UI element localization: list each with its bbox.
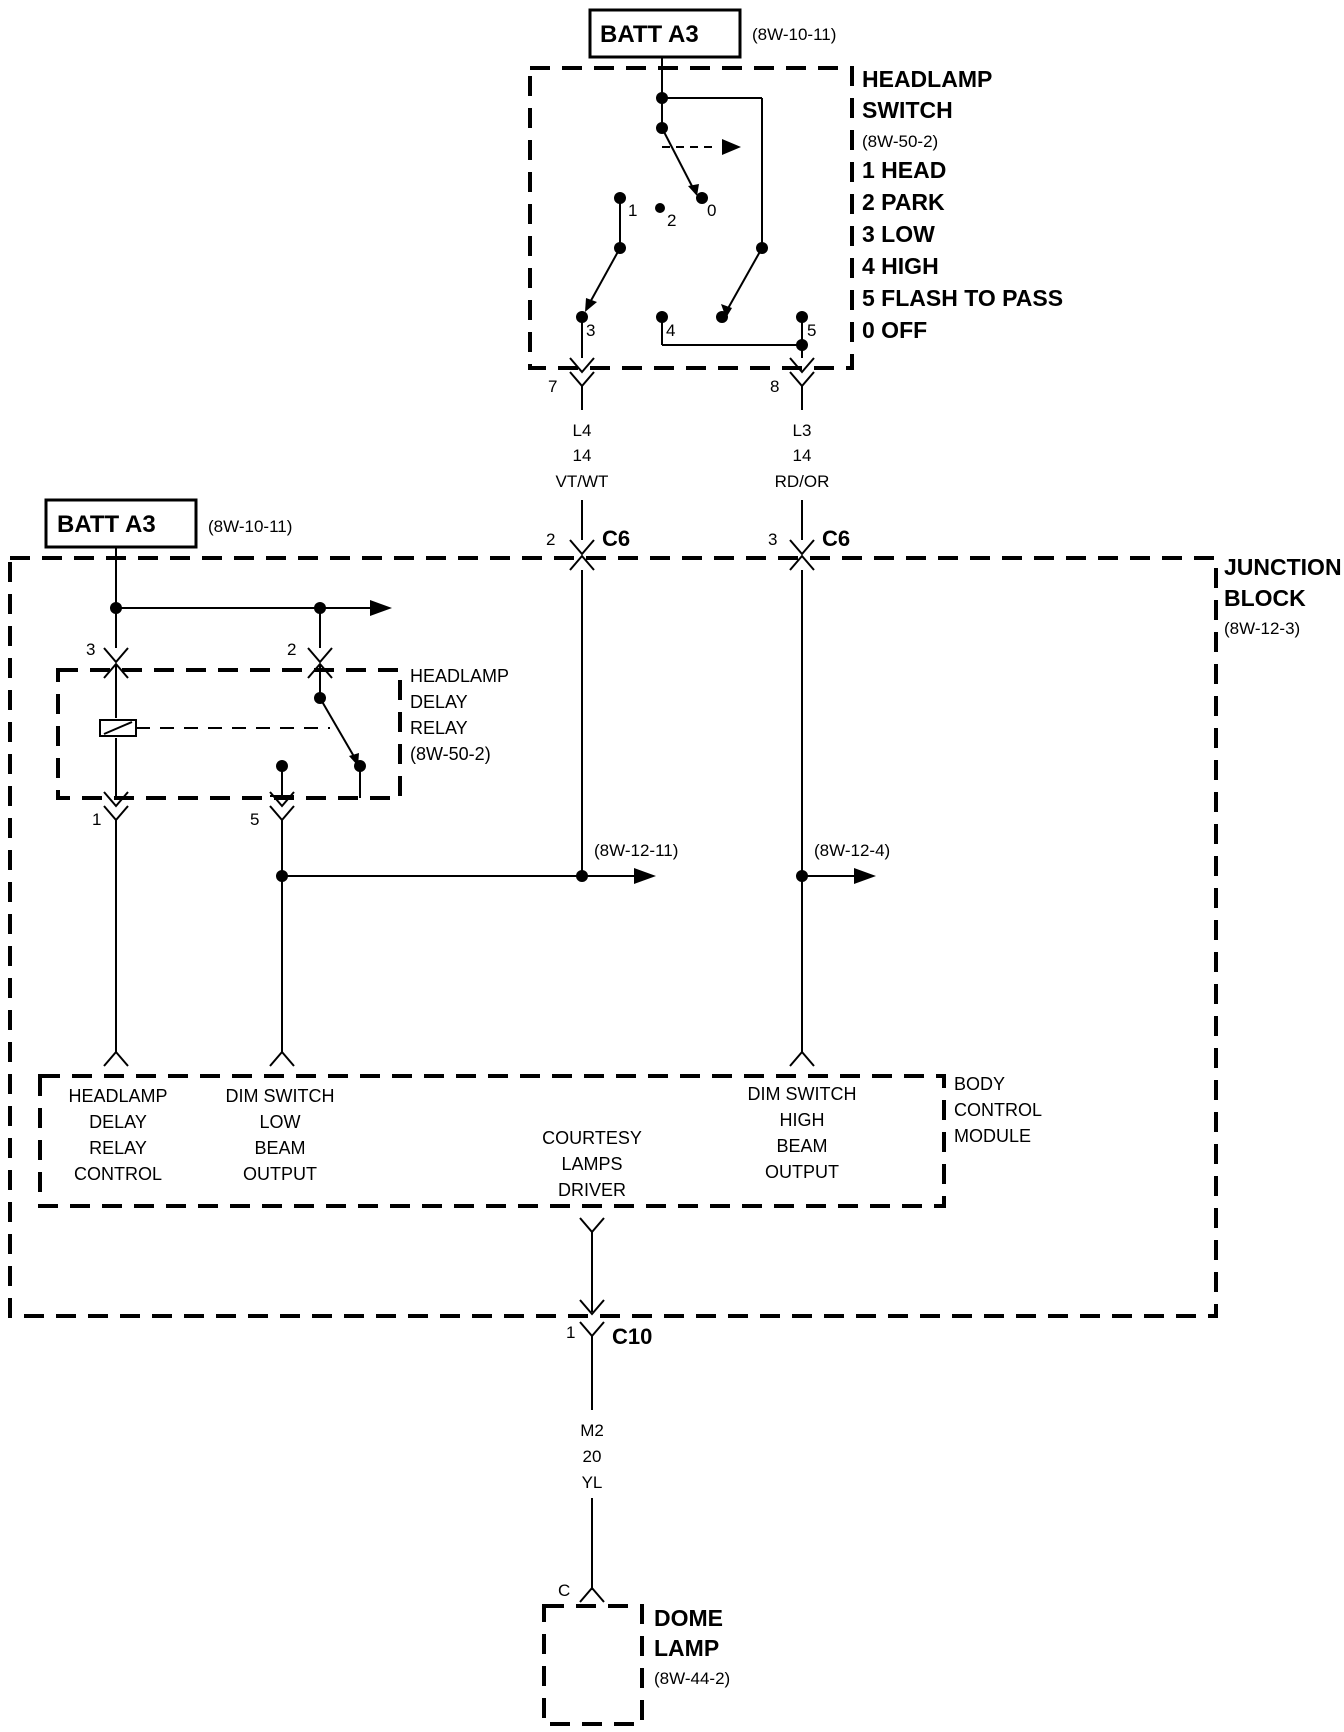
body-control-module: BODY CONTROL MODULE HEADLAMP DELAY RELAY… — [38, 1074, 1042, 1208]
wire-m2-color: YL — [582, 1473, 603, 1492]
bcm-dslb-4: OUTPUT — [243, 1164, 317, 1184]
dome-lamp-outline — [542, 1604, 644, 1726]
bcm-cld-2: LAMPS — [561, 1154, 622, 1174]
headlamp-switch-title-2: SWITCH — [862, 97, 953, 123]
top-batt-label: BATT A3 — [600, 21, 699, 48]
left-batt-label: BATT A3 — [57, 511, 156, 538]
bcm-hdrc-2: DELAY — [89, 1112, 147, 1132]
headlamp-delay-relay: HEADLAMP DELAY RELAY (8W-50-2) 3 2 1 5 — [56, 640, 509, 829]
wire-m2-circuit: M2 — [580, 1421, 604, 1440]
relay-outline — [56, 668, 402, 800]
switch-terminal-1: 1 — [628, 201, 637, 220]
relay-label-1: HEADLAMP — [410, 666, 509, 686]
headlamp-switch: HEADLAMP SWITCH (8W-50-2) 1 HEAD 2 PARK … — [528, 57, 1063, 396]
connector-c6-right: 3 C6 — [768, 526, 850, 571]
left-batt-ref: (8W-10-11) — [208, 517, 292, 536]
switch-terminal-0: 0 — [707, 201, 716, 220]
bcm-cld-3: DRIVER — [558, 1180, 626, 1200]
junction-block-title-1: JUNCTION — [1224, 554, 1342, 580]
junction-block-ref: (8W-12-3) — [1224, 619, 1300, 638]
bcm-title-2: CONTROL — [954, 1100, 1042, 1120]
switch-position-park: 2 PARK — [862, 189, 945, 215]
switch-position-flash-to-pass: 5 FLASH TO PASS — [862, 285, 1063, 311]
switch-terminal-5: 5 — [807, 321, 816, 340]
wire-m2: M2 20 YL — [580, 1336, 604, 1590]
left-battery-block: BATT A3 (8W-10-11) — [44, 498, 292, 549]
bcm-cld-1: COURTESY — [542, 1128, 642, 1148]
top-battery-block: BATT A3 (8W-10-11) — [588, 8, 836, 59]
switch-terminal-2: 2 — [667, 211, 676, 230]
bcm-dslb-2: LOW — [259, 1112, 300, 1132]
switch-position-off: 0 OFF — [862, 317, 927, 343]
bcm-dshb-4: OUTPUT — [765, 1162, 839, 1182]
bcm-dslb-3: BEAM — [254, 1138, 305, 1158]
bcm-hdrc-1: HEADLAMP — [68, 1086, 167, 1106]
c6-right-pin: 3 — [768, 530, 777, 549]
wire-l3: L3 14 RD/OR — [775, 386, 830, 540]
dome-lamp: C DOME LAMP (8W-44-2) — [542, 1581, 730, 1726]
dome-lamp-title-1: DOME — [654, 1605, 723, 1631]
junction-block: JUNCTION BLOCK (8W-12-3) — [8, 554, 1342, 1318]
headlamp-switch-title-1: HEADLAMP — [862, 66, 992, 92]
wire-l3-circuit: L3 — [793, 421, 812, 440]
wire-l4-gauge: 14 — [573, 446, 592, 465]
bcm-hdrc-3: RELAY — [89, 1138, 147, 1158]
dome-lamp-ref: (8W-44-2) — [654, 1669, 730, 1688]
wire-l4-circuit: L4 — [573, 421, 592, 440]
relay-pin-5: 5 — [250, 810, 259, 829]
switch-pin-7: 7 — [548, 377, 557, 396]
bcm-dshb-2: HIGH — [780, 1110, 825, 1130]
relay-label-2: DELAY — [410, 692, 468, 712]
wire-l4: L4 14 VT/WT — [556, 386, 609, 540]
junction-block-title-2: BLOCK — [1224, 585, 1306, 611]
c6-left-name: C6 — [602, 526, 630, 551]
wire-l4-color: VT/WT — [556, 472, 609, 491]
wire-m2-gauge: 20 — [583, 1447, 602, 1466]
bcm-dslb-1: DIM SWITCH — [226, 1086, 335, 1106]
relay-ref: (8W-50-2) — [410, 744, 491, 764]
bcm-dshb-3: BEAM — [776, 1136, 827, 1156]
switch-pin-8: 8 — [770, 377, 779, 396]
c10-name: C10 — [612, 1324, 652, 1349]
switch-position-head: 1 HEAD — [862, 157, 946, 183]
headlamp-switch-ref: (8W-50-2) — [862, 132, 938, 151]
relay-pin-1: 1 — [92, 810, 101, 829]
dome-lamp-pin: C — [558, 1581, 570, 1600]
switch-position-high: 4 HIGH — [862, 253, 939, 279]
ref-8w-12-11: (8W-12-11) — [594, 841, 678, 860]
switch-position-low: 3 LOW — [862, 221, 935, 247]
wire-l3-color: RD/OR — [775, 472, 830, 491]
relay-pin-2: 2 — [287, 640, 296, 659]
dome-lamp-title-2: LAMP — [654, 1635, 719, 1661]
connector-c10: 1 C10 — [566, 1321, 652, 1349]
bcm-outline — [38, 1074, 946, 1208]
switch-terminal-3: 3 — [586, 321, 595, 340]
relay-pin-3: 3 — [86, 640, 95, 659]
bcm-hdrc-4: CONTROL — [74, 1164, 162, 1184]
c6-left-pin: 2 — [546, 530, 555, 549]
wire-l3-gauge: 14 — [793, 446, 812, 465]
ref-8w-12-4: (8W-12-4) — [814, 841, 890, 860]
c10-pin: 1 — [566, 1323, 575, 1342]
headlamp-switch-outline — [528, 66, 854, 370]
relay-label-3: RELAY — [410, 718, 468, 738]
c6-right-name: C6 — [822, 526, 850, 551]
bcm-dshb-1: DIM SWITCH — [748, 1084, 857, 1104]
switch-terminal-4: 4 — [666, 321, 675, 340]
bcm-title-3: MODULE — [954, 1126, 1031, 1146]
bcm-title-1: BODY — [954, 1074, 1005, 1094]
top-batt-ref: (8W-10-11) — [752, 25, 836, 44]
junction-block-outline — [8, 556, 1218, 1318]
connector-c6-left: 2 C6 — [546, 526, 630, 571]
